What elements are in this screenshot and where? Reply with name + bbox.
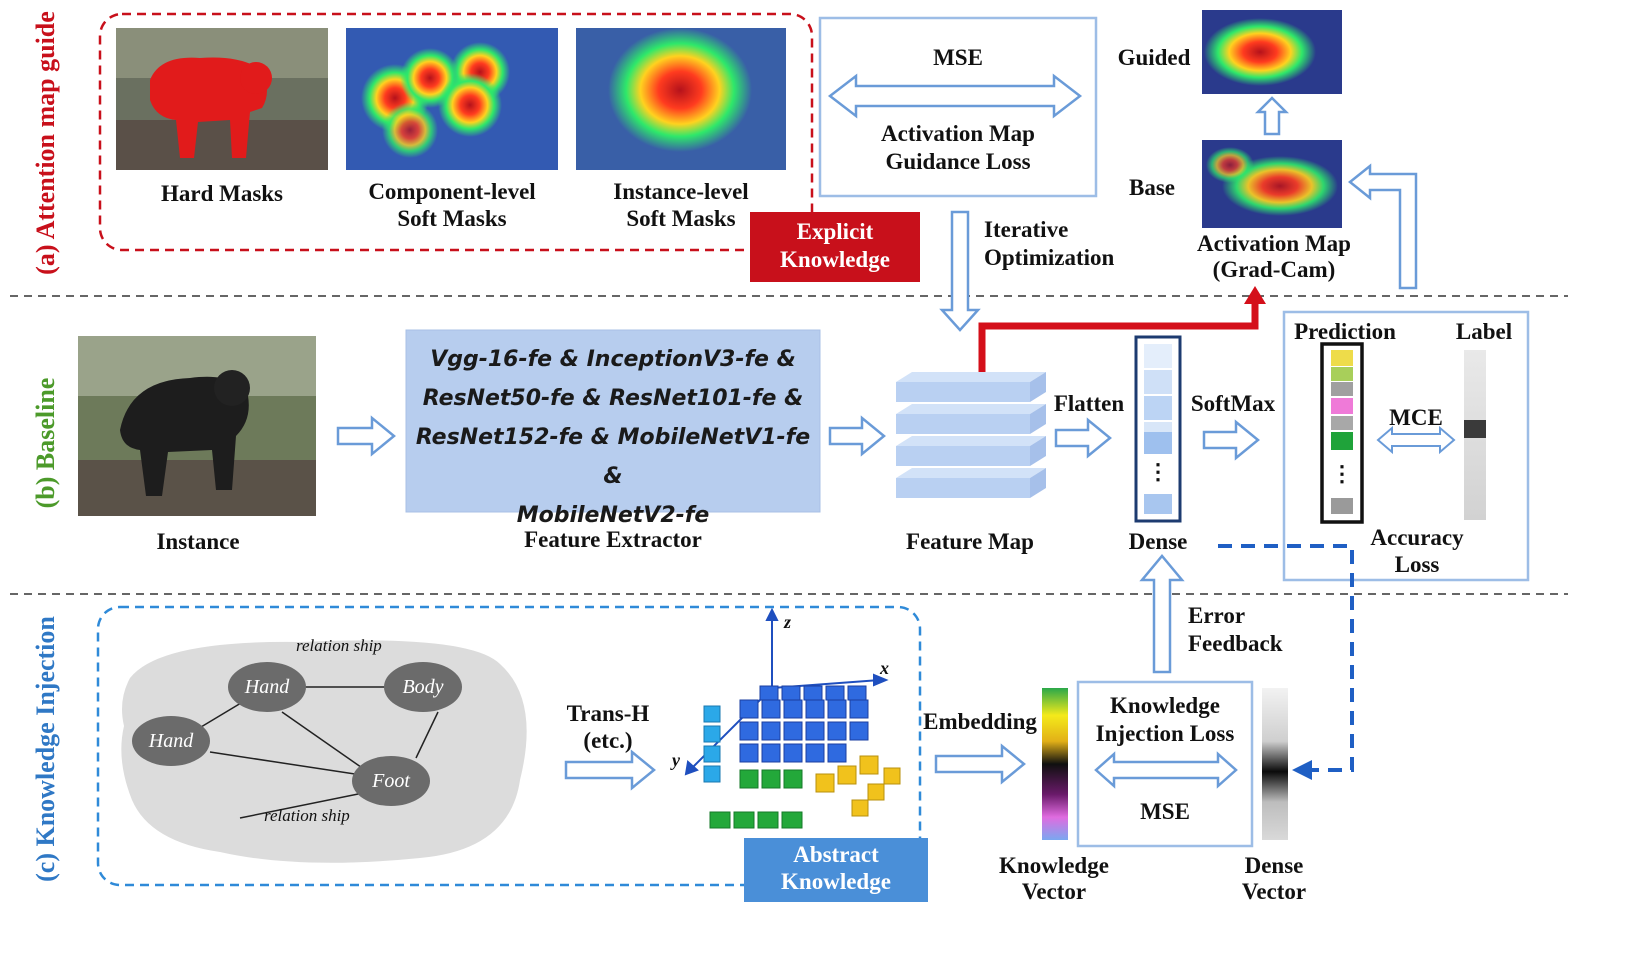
activation-map-label-1: Activation Map (1197, 231, 1351, 256)
accuracy-loss-label-1: Accuracy (1370, 525, 1464, 550)
feature-map-stack (896, 372, 1046, 498)
fe-line-4: MobileNetV2-fe (516, 503, 710, 528)
instance-label: Instance (156, 529, 240, 554)
double-arrow-mce (1376, 425, 1456, 455)
knowledge-box (96, 605, 922, 887)
prediction-label: Prediction (1294, 319, 1396, 344)
iterative-label-2: Optimization (984, 245, 1115, 270)
prediction-dots: ⋮ (1331, 461, 1353, 486)
arrow-error-feedback (1139, 554, 1185, 674)
dense-layer (1134, 335, 1182, 523)
graph-edges (195, 686, 439, 819)
hard-mask-image (116, 28, 328, 170)
feature-extractor-label: Feature Extractor (524, 527, 702, 552)
guidance-loss-label-1: Activation Map (881, 121, 1035, 146)
double-arrow-mse-top (827, 73, 1083, 119)
component-mask-image (346, 28, 558, 170)
dense-vector-label-2: Vector (1241, 879, 1307, 904)
axes-3d (684, 607, 889, 776)
arrow-softmax (1202, 419, 1260, 461)
injection-mse-label: MSE (1140, 799, 1190, 824)
base-label: Base (1129, 175, 1175, 200)
feature-extractor-box (405, 329, 821, 513)
axis-x-label: x (880, 658, 889, 678)
arrow-embedding (934, 743, 1026, 785)
feature-extractor-text: Vgg-16-fe & InceptionV3-fe & ResNet50-fe… (406, 340, 820, 535)
dense-vector-label-1: Dense (1244, 853, 1304, 878)
injection-loss-label-1: Knowledge (1110, 693, 1220, 718)
arrow-transh (564, 749, 656, 791)
arrow-extractor-to-featuremap (828, 415, 886, 457)
prediction-box (1282, 310, 1530, 582)
iterative-label-1: Iterative (984, 217, 1069, 242)
label-vector (1464, 350, 1486, 520)
dense-vector-bar (1262, 688, 1288, 840)
graph-node-hand-top: Hand (228, 662, 306, 712)
knowledge-vector-label-2: Vector (1021, 879, 1087, 904)
hard-masks-label: Hard Masks (160, 181, 284, 206)
softmax-label: SoftMax (1190, 391, 1276, 416)
relation-label-bottom: relation ship (264, 806, 350, 825)
prediction-vector (1320, 342, 1364, 524)
arrow-flatten (1054, 417, 1112, 459)
guided-label: Guided (1117, 45, 1191, 70)
component-masks-label-2: Soft Masks (397, 206, 507, 231)
fe-line-3: ResNet152-fe & MobileNetV1-fe & (415, 425, 811, 489)
component-masks-label-1: Component-level (368, 179, 536, 204)
abstract-knowledge-box (744, 838, 928, 902)
dense-dots: ⋮ (1147, 459, 1169, 484)
error-feedback-label-2: Feedback (1188, 631, 1283, 656)
label-label: Label (1455, 319, 1513, 344)
dashed-feedback-line (1218, 544, 1354, 772)
knowledge-cubes (703, 685, 901, 829)
activation-map-label-2: (Grad-Cam) (1212, 257, 1336, 282)
axis-z-label: z (784, 612, 792, 632)
knowledge-vector-label-1: Knowledge (999, 853, 1109, 878)
base-activation-image (1202, 140, 1342, 228)
relation-label-top: relation ship (296, 636, 382, 655)
transh-label-2: (etc.) (583, 728, 633, 753)
guidance-loss-label-2: Guidance Loss (885, 149, 1031, 174)
mce-label: MCE (1389, 405, 1443, 430)
instance-masks-label-2: Soft Masks (626, 206, 736, 231)
explicit-knowledge-box (750, 212, 920, 282)
arrow-iterative-down (939, 210, 981, 332)
flatten-label: Flatten (1053, 391, 1125, 416)
fe-line-2: ResNet50-fe & ResNet101-fe & (422, 386, 804, 411)
arrow-prediction-to-base (1347, 163, 1418, 290)
abstract-knowledge-label-2: Knowledge (781, 869, 891, 894)
feature-map-label: Feature Map (906, 529, 1034, 554)
section-label-a: (a) Attention map guide (31, 11, 60, 275)
guided-activation-image (1202, 10, 1342, 94)
section-label-b: (b) Baseline (31, 377, 60, 509)
graph-node-foot: Foot (352, 756, 430, 806)
section-label-c: (c) Knowledge Injection (31, 616, 60, 882)
double-arrow-kil (1094, 751, 1238, 789)
transh-label-1: Trans-H (566, 701, 650, 726)
abstract-knowledge-label-1: Abstract (793, 842, 879, 867)
axis-y-label: y (672, 750, 680, 770)
arrow-instance-to-extractor (336, 415, 396, 457)
mse-guidance-title: MSE (933, 45, 983, 70)
error-feedback-label-1: Error (1188, 603, 1246, 628)
embedding-label: Embedding (923, 709, 1037, 734)
dense-label: Dense (1128, 529, 1188, 554)
accuracy-loss-label-2: Loss (1394, 552, 1440, 577)
graph-node-hand-left: Hand (132, 716, 210, 766)
fe-line-1: Vgg-16-fe & InceptionV3-fe & (430, 347, 796, 372)
injection-loss-label-2: Injection Loss (1095, 721, 1235, 746)
instance-masks-label-1: Instance-level (613, 179, 749, 204)
arrow-feature-to-activation (978, 300, 1259, 400)
knowledge-vector-bar (1042, 688, 1068, 840)
instance-image (78, 336, 316, 516)
graph-node-body: Body (384, 662, 462, 712)
explicit-knowledge-label-1: Explicit (796, 219, 874, 244)
instance-mask-image (576, 28, 786, 170)
explicit-knowledge-label-2: Knowledge (780, 247, 890, 272)
attention-box (98, 12, 814, 252)
arrow-base-to-guided (1254, 96, 1290, 136)
